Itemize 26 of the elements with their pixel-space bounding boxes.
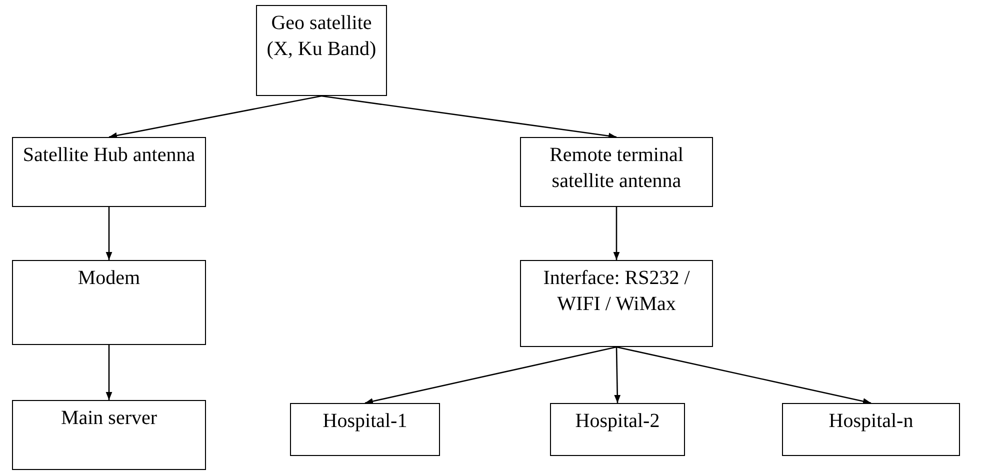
arrow [108, 95, 322, 139]
arrow [106, 207, 112, 260]
box-label: Geo satellite (X, Ku Band) [266, 11, 378, 62]
arrow [106, 345, 112, 400]
box-label: Hospital-n [828, 409, 914, 434]
arrow [364, 346, 617, 404]
box-label: Satellite Hub antenna [22, 143, 196, 168]
arrow [613, 207, 620, 260]
box-label: Modem [78, 266, 140, 291]
process-box [550, 403, 685, 456]
process-box [520, 260, 713, 347]
box-label: Main server [60, 406, 158, 431]
process-box [12, 137, 206, 207]
box-label: Remote terminal satellite antenna [548, 143, 684, 194]
box-label: Hospital-1 [322, 409, 408, 434]
arrow [614, 346, 621, 404]
box-label: Interface: RS232 / WIFI / WiMax [542, 266, 691, 317]
box-label: Hospital-2 [575, 409, 660, 434]
process-box [12, 400, 206, 470]
arrow [321, 95, 617, 140]
process-box [290, 403, 440, 456]
process-box [782, 403, 960, 456]
process-box [12, 260, 206, 345]
process-box [520, 137, 713, 207]
arrow [616, 346, 872, 404]
process-box [256, 5, 387, 96]
